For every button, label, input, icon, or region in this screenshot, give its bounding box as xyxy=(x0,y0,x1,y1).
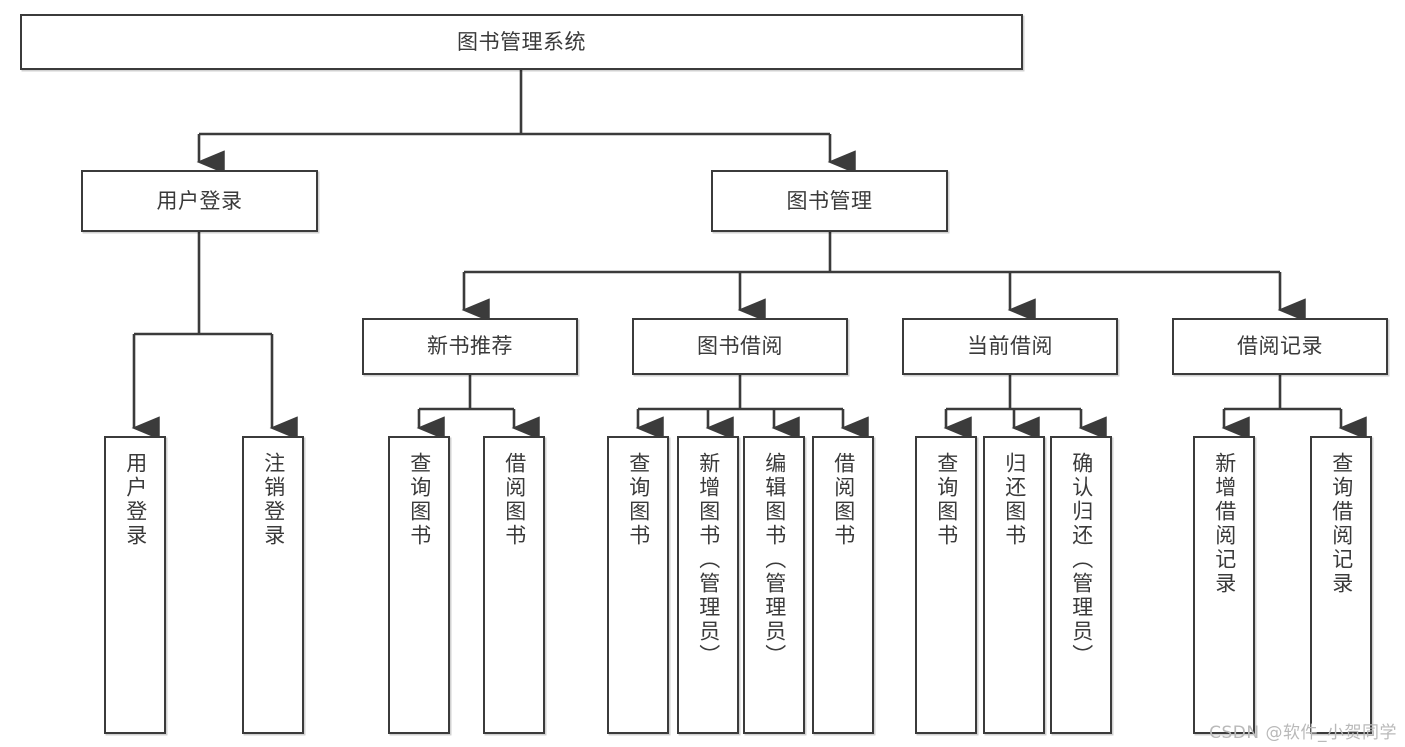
leaf-current-borrow-query[interactable]: 查询图书 xyxy=(915,436,977,734)
node-label: 查询图书 xyxy=(934,452,959,548)
node-label: 用户登录 xyxy=(156,188,243,213)
watermark-text: CSDN @软件_小贺同学 xyxy=(1209,723,1397,743)
leaf-book-borrow-borrow[interactable]: 借阅图书 xyxy=(812,436,874,734)
leaf-new-book-query[interactable]: 查询图书 xyxy=(388,436,450,734)
leaf-book-borrow-query[interactable]: 查询图书 xyxy=(607,436,669,734)
node-label: 注销登录 xyxy=(261,452,286,548)
leaf-current-borrow-return[interactable]: 归还图书 xyxy=(983,436,1045,734)
leaf-user-login-login[interactable]: 用户登录 xyxy=(104,436,166,734)
node-label: 查询图书 xyxy=(407,452,432,548)
node-label: 查询图书 xyxy=(626,452,651,548)
leaf-borrow-record-add[interactable]: 新增借阅记录 xyxy=(1193,436,1255,734)
node-label: 用户登录 xyxy=(123,452,148,548)
node-label: 图书管理系统 xyxy=(457,29,586,54)
node-label: 图书管理 xyxy=(786,188,873,213)
node-label: 新书推荐 xyxy=(427,334,513,359)
node-label: 确认归还（管理员） xyxy=(1069,452,1094,668)
node-borrow-record[interactable]: 借阅记录 xyxy=(1172,318,1388,375)
node-label: 查询借阅记录 xyxy=(1329,452,1354,596)
leaf-book-borrow-add[interactable]: 新增图书（管理员） xyxy=(677,436,739,734)
node-book-borrow[interactable]: 图书借阅 xyxy=(632,318,848,375)
node-label: 编辑图书（管理员） xyxy=(762,452,787,668)
node-label: 当前借阅 xyxy=(967,334,1053,359)
node-label: 归还图书 xyxy=(1002,452,1027,548)
leaf-user-login-logout[interactable]: 注销登录 xyxy=(242,436,304,734)
node-label: 借阅图书 xyxy=(831,452,856,548)
node-user-login[interactable]: 用户登录 xyxy=(81,170,318,232)
node-label: 新增借阅记录 xyxy=(1212,452,1237,596)
leaf-current-borrow-confirm-return[interactable]: 确认归还（管理员） xyxy=(1050,436,1112,734)
node-label: 图书借阅 xyxy=(697,334,783,359)
leaf-book-borrow-edit[interactable]: 编辑图书（管理员） xyxy=(743,436,805,734)
node-label: 借阅记录 xyxy=(1237,334,1323,359)
leaf-new-book-borrow[interactable]: 借阅图书 xyxy=(483,436,545,734)
node-root-system[interactable]: 图书管理系统 xyxy=(20,14,1023,70)
leaf-borrow-record-query[interactable]: 查询借阅记录 xyxy=(1310,436,1372,734)
node-current-borrow[interactable]: 当前借阅 xyxy=(902,318,1118,375)
node-new-book-recommend[interactable]: 新书推荐 xyxy=(362,318,578,375)
node-book-manage[interactable]: 图书管理 xyxy=(711,170,948,232)
node-label: 借阅图书 xyxy=(502,452,527,548)
node-label: 新增图书（管理员） xyxy=(696,452,721,668)
